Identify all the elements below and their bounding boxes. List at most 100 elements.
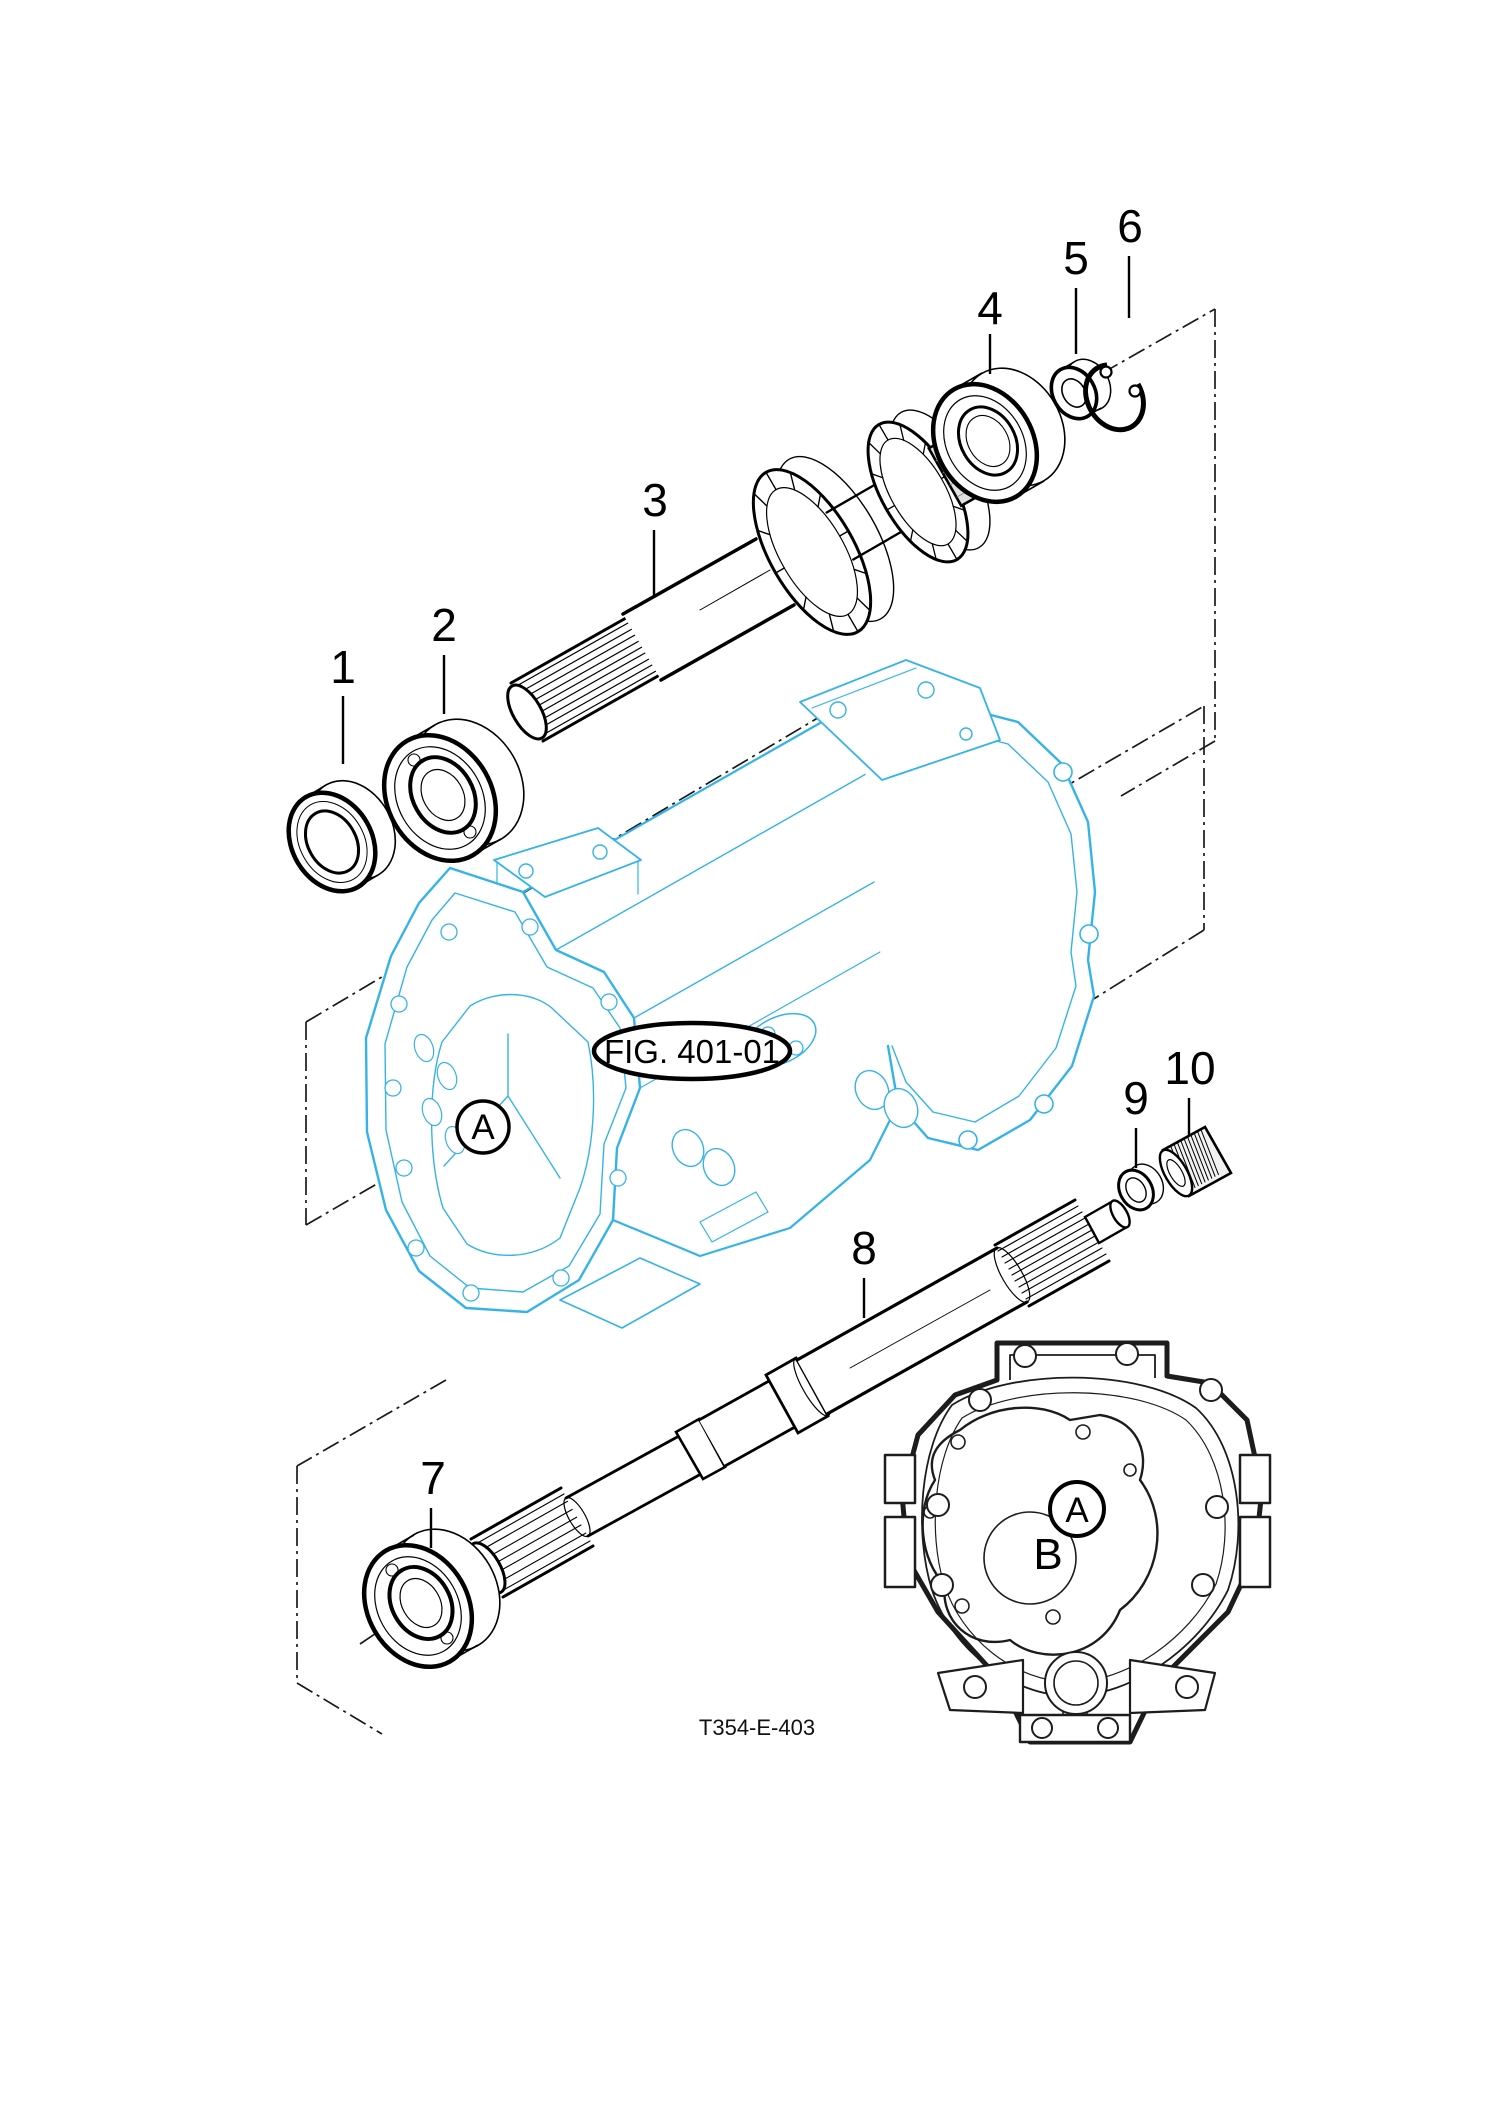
- top-bracket-right-line: [811, 667, 917, 709]
- spline-lines: [473, 1493, 591, 1593]
- cover-bolt-hole: [1115, 1342, 1139, 1366]
- cover-bolt-hole: [1205, 1495, 1229, 1519]
- bore-b-circle: [983, 1511, 1077, 1605]
- housing-bottom-edge: [611, 1102, 900, 1258]
- lower-left-corner-tail: [296, 1682, 383, 1735]
- foot-hole: [1031, 1717, 1053, 1739]
- housing-bore-a-label: A: [471, 1108, 495, 1147]
- front-flange-outline: [364, 866, 642, 1314]
- lower-plane-bottom-edge-left: [296, 1379, 447, 1467]
- mid-fill: [699, 1381, 795, 1466]
- lower-boss: [854, 1069, 890, 1111]
- spline2-step: [993, 1247, 1031, 1303]
- cover-bolt-hole: [930, 1573, 954, 1597]
- bearing-ball: [463, 825, 477, 839]
- neck-fill: [566, 1436, 701, 1536]
- part-4-ball-bearing: [930, 367, 1066, 505]
- bracket-hole: [518, 863, 534, 879]
- wing-hole: [1175, 1675, 1199, 1699]
- flange-hole: [462, 1284, 480, 1302]
- front-flange-inner: [384, 892, 627, 1293]
- callout-6: 6: [1117, 200, 1143, 252]
- part-2-ball-bearing: [381, 718, 525, 864]
- step-line: [563, 1496, 591, 1538]
- cover-side-tab: [1238, 1453, 1272, 1505]
- spline-end-face: [506, 683, 548, 741]
- callout-leader-lines: [341, 256, 1191, 1548]
- housing-ridge-2: [555, 765, 881, 951]
- flange-hole: [552, 1269, 570, 1287]
- bearing-ball: [440, 1631, 454, 1645]
- flange-hole: [609, 1169, 627, 1187]
- mid-edges: [697, 1379, 797, 1468]
- flange-hole: [384, 1079, 402, 1097]
- spline2-edges: [993, 1198, 1111, 1308]
- spline-lines: [512, 622, 657, 737]
- cover-hole: [1123, 1463, 1137, 1477]
- cover-hole: [1075, 1424, 1091, 1440]
- cover-bore-a-label: A: [1065, 1491, 1089, 1530]
- rear-flange-inner: [891, 730, 1078, 1123]
- upper-plane-bottom-edge: [1120, 740, 1216, 797]
- seal-bore: [303, 809, 361, 875]
- bore-markers: A A B: [455, 1099, 1106, 1579]
- spline-edges: [469, 1486, 595, 1599]
- shaft-highlight: [699, 569, 771, 611]
- pilot-tip: [1109, 1199, 1131, 1229]
- inner-boss: [421, 1097, 443, 1127]
- body-edges: [795, 1246, 1029, 1416]
- spline2-lines: [997, 1205, 1107, 1300]
- gear1-teeth: [753, 471, 871, 633]
- transmission-housing-figure: [364, 659, 1099, 1329]
- flange-bolt-hole: [1034, 1094, 1054, 1114]
- part-1-seal: [286, 779, 397, 894]
- inner-boss: [413, 1033, 435, 1063]
- callout-8: 8: [851, 1222, 877, 1274]
- cover-hole: [950, 1434, 966, 1450]
- callout-7: 7: [420, 1452, 446, 1504]
- bearing-ball: [407, 753, 421, 767]
- rear-cover-figure: [883, 1340, 1272, 1745]
- bearing-bore: [965, 415, 1011, 467]
- bearing-race: [943, 395, 1027, 491]
- part-6-snap-ring: [1083, 362, 1146, 433]
- lower-boss: [883, 1087, 919, 1129]
- label-plate: [699, 1191, 769, 1243]
- callout-2: 2: [431, 599, 457, 651]
- bearing-ball: [385, 1563, 399, 1577]
- cover-hole: [954, 1598, 970, 1614]
- flange-bolt-hole: [1053, 762, 1073, 782]
- shaft-body-fill: [623, 539, 794, 680]
- top-bracket-right: [799, 659, 1001, 781]
- shift-cover-outline: [921, 1406, 1159, 1656]
- ring-bore: [1125, 1177, 1147, 1203]
- fig-ref-label: FIG. 401-01: [604, 1033, 780, 1070]
- cover-gasket-inner: [934, 1392, 1226, 1683]
- cover-bore-a-circle: [1048, 1480, 1106, 1538]
- cover-gasket-outer: [921, 1376, 1240, 1697]
- housing-ridge-3: [633, 855, 921, 1019]
- cover-bolt-hole: [1191, 1573, 1215, 1597]
- neck-edges: [564, 1434, 703, 1538]
- cover-wing-right: [1128, 1658, 1217, 1715]
- flange-hole: [395, 1159, 413, 1177]
- cover-bolt-hole: [968, 1388, 992, 1412]
- bushing-bore: [1166, 1159, 1186, 1187]
- snap-ring-hook: [1128, 384, 1142, 398]
- cover-side-tab: [1238, 1515, 1272, 1589]
- cover-bore-b-label: B: [1033, 1530, 1062, 1579]
- cover-bolt-hole: [1199, 1378, 1223, 1402]
- inner-boss: [436, 1061, 458, 1091]
- cover-tab-inner: [1009, 1354, 1156, 1380]
- cover-side-tab: [883, 1515, 917, 1589]
- bearing-bore: [399, 1577, 443, 1629]
- snap-ring-body: [1083, 362, 1146, 433]
- bearing-race: [394, 746, 486, 850]
- cover-bolt-hole: [1013, 1344, 1037, 1368]
- gear-hub: [825, 481, 907, 561]
- figure-reference: FIG. 401-01: [591, 1020, 793, 1082]
- foot-hole: [1097, 1717, 1119, 1739]
- part-10-splined-bushing: [1158, 1125, 1233, 1198]
- callout-1: 1: [330, 641, 356, 693]
